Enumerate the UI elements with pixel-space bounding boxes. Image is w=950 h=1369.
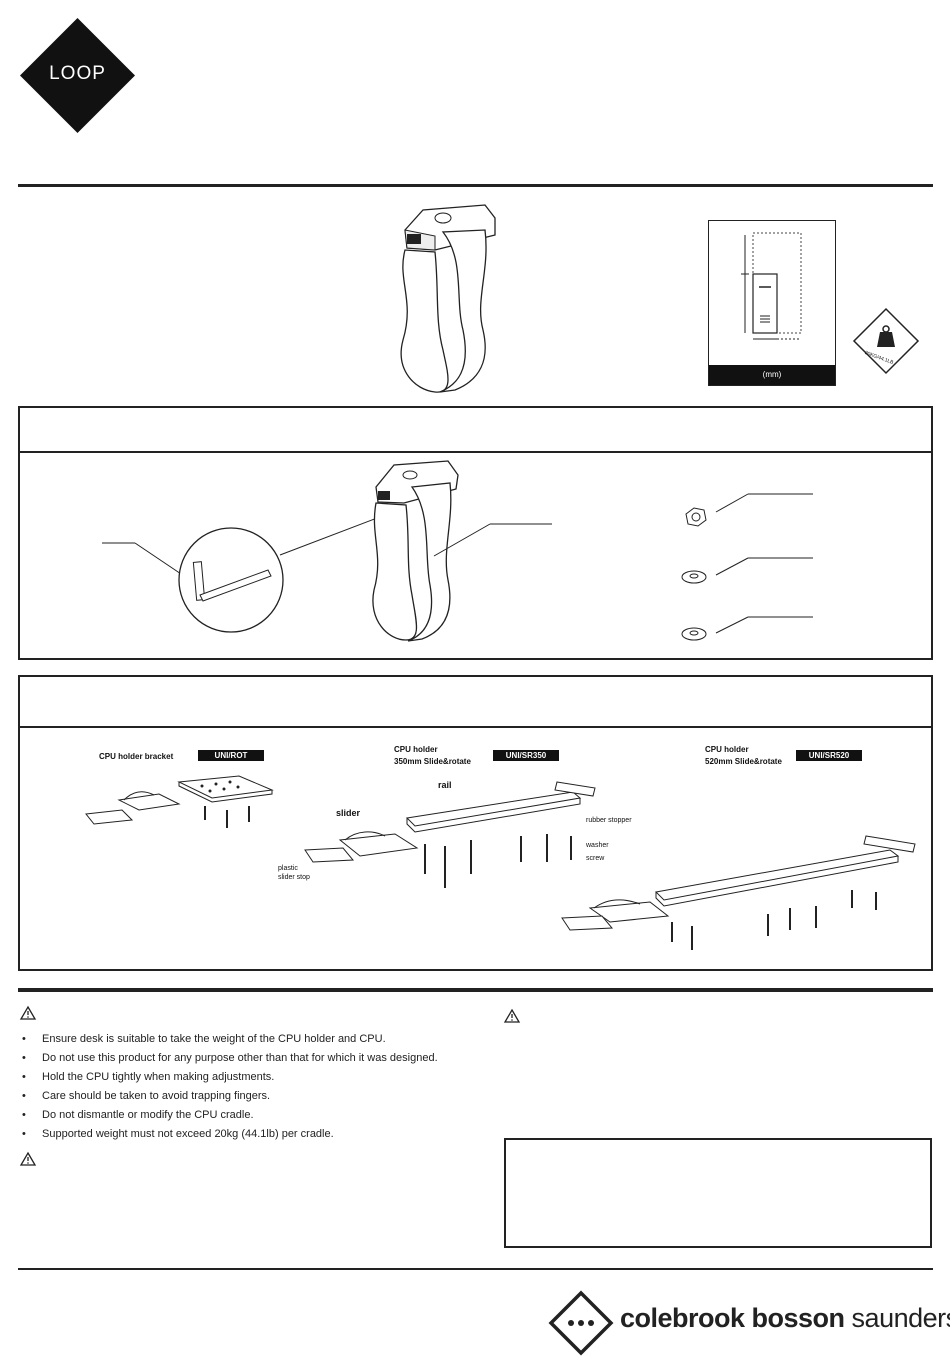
parts-supplied-header: [20, 408, 931, 453]
variant-sr350-code: UNI/SR350: [493, 750, 559, 761]
list-item: Do not dismantle or modify the CPU cradl…: [20, 1106, 480, 1125]
warning-icon-3: [503, 1008, 521, 1023]
part-label-rail: rail: [438, 780, 452, 790]
list-item: Ensure desk is suitable to take the weig…: [20, 1030, 480, 1049]
loop-logo: LOOP: [20, 18, 135, 133]
variant-rot-code: UNI/ROT: [198, 750, 264, 761]
variant-rot-title: CPU holder bracket: [99, 752, 174, 761]
part-label-washer: washer: [586, 842, 609, 849]
variant-sr520-code: UNI/SR520: [796, 750, 862, 761]
info-box: [504, 1138, 932, 1248]
dimensions-panel: (mm): [708, 220, 836, 386]
variant-rot-illustration: [85, 775, 274, 828]
footer-brand-bold: colebrook bosson: [620, 1303, 845, 1333]
footer-rule: [18, 1268, 933, 1270]
safety-bullet-list: Ensure desk is suitable to take the weig…: [20, 1030, 480, 1144]
list-item: Do not use this product for any purpose …: [20, 1049, 480, 1068]
safety-rule: [18, 988, 933, 992]
variant-sr520-title: CPU holder: [705, 745, 749, 754]
warning-icon-2: [19, 1151, 37, 1166]
cpu-cradle-parts-illustration: [372, 460, 459, 642]
dimensions-unit-bar: (mm): [709, 365, 835, 385]
variant-sr350-subtitle: 350mm Slide&rotate: [394, 757, 471, 766]
allen-key-callout: [102, 514, 386, 633]
header-rule: [18, 184, 933, 187]
cpu-cradle-illustration: [400, 204, 496, 393]
loop-logo-text: LOOP: [49, 63, 106, 84]
accessories-header: [20, 677, 931, 728]
hardware-callouts: [681, 493, 813, 641]
footer-brand-light: saunders: [844, 1303, 950, 1333]
part-label-plastic-slider-stop: plastic slider stop: [278, 865, 310, 881]
list-item: Supported weight must not exceed 20kg (4…: [20, 1125, 480, 1144]
variant-sr350-title: CPU holder: [394, 745, 438, 754]
colebrook-logo: colebrook bosson saunders: [548, 1290, 950, 1356]
part-label-rubber-stopper: rubber stopper: [586, 817, 632, 824]
variant-sr350-illustration: [304, 781, 596, 888]
parts-supplied-section: [18, 406, 933, 660]
accessories-section: [18, 675, 933, 971]
dimensions-unit-label: (mm): [762, 370, 782, 379]
part-label-screw: screw: [586, 855, 605, 862]
list-item: Care should be taken to avoid trapping f…: [20, 1087, 480, 1106]
part-label-slider: slider: [336, 808, 361, 818]
variant-sr520-illustration: [561, 835, 916, 950]
list-item: Hold the CPU tightly when making adjustm…: [20, 1068, 480, 1087]
weight-limit-badge: 20KG/44.1LB: [852, 307, 920, 375]
variant-sr520-subtitle: 520mm Slide&rotate: [705, 757, 782, 766]
cradle-strap-callout: [433, 523, 552, 557]
warning-icon: [19, 1005, 37, 1020]
